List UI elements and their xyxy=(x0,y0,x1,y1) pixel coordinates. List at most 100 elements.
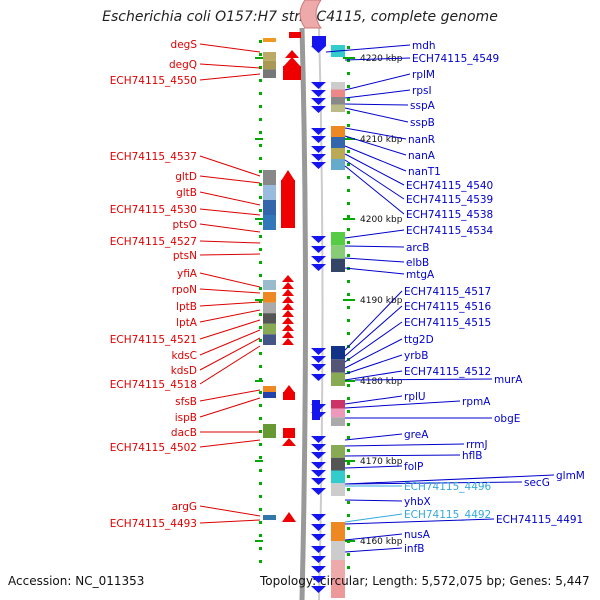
tick-mark-left xyxy=(259,469,262,472)
feature-band-plus xyxy=(331,560,345,579)
feature-band-plus xyxy=(331,82,345,90)
tick-mark-left xyxy=(259,131,262,134)
scale-label: 4190 kbp xyxy=(360,296,403,306)
tick-mark-right xyxy=(347,449,350,452)
gene-arrow-plus xyxy=(311,576,326,583)
leader-line-right xyxy=(344,145,407,172)
gene-arrow-plus xyxy=(311,128,326,135)
chromosome-top-cap xyxy=(299,0,322,29)
feature-band-plus xyxy=(331,104,345,112)
tick-mark-left xyxy=(259,443,262,446)
gene-arrow-plus xyxy=(311,514,326,521)
tick-mark-right xyxy=(347,254,350,257)
tick-mark-right xyxy=(347,111,350,114)
feature-band-minus xyxy=(263,280,276,290)
scale-label: 4180 kbp xyxy=(360,377,403,387)
feature-band-plus xyxy=(331,522,345,541)
tick-mark-left xyxy=(259,495,262,498)
leader-line-left xyxy=(199,253,261,256)
gene-label-right: ECH74115_4517 xyxy=(404,286,491,298)
gene-block-minus xyxy=(283,428,295,438)
gene-arrow-minus xyxy=(283,385,295,393)
leader-line-right xyxy=(344,165,405,215)
tick-mark-left xyxy=(259,183,262,186)
gene-label-right: infB xyxy=(404,543,424,555)
tick-mark-left xyxy=(259,521,262,524)
leader-line-left xyxy=(199,272,261,288)
gene-label-left: ECH74115_4550 xyxy=(110,75,197,87)
tick-mark-left xyxy=(259,170,262,173)
feature-band-minus xyxy=(263,170,276,185)
tick-mark-right xyxy=(347,202,350,205)
leader-line-right xyxy=(344,103,409,106)
feature-band-minus xyxy=(263,200,276,215)
tick-mark-right xyxy=(347,514,350,517)
gene-arrow-minus xyxy=(282,310,294,317)
gene-arrow-plus xyxy=(311,462,326,469)
gene-label-right: ECH74115_4549 xyxy=(412,53,499,65)
major-tick-left xyxy=(255,218,263,220)
feature-band-minus xyxy=(263,69,276,78)
leader-line-left xyxy=(199,329,261,356)
gene-label-left: lptA xyxy=(176,317,198,329)
leader-line-right xyxy=(344,57,411,61)
gene-arrow-plus xyxy=(311,546,326,553)
gene-label-left: ECH74115_4493 xyxy=(110,518,197,530)
gene-arrow-minus xyxy=(282,512,296,522)
leader-line-right xyxy=(344,370,403,381)
gene-arrow-minus xyxy=(282,331,294,338)
leader-line-left xyxy=(199,191,261,206)
gene-label-left: gltB xyxy=(176,187,197,199)
tick-mark-right xyxy=(347,46,350,49)
gene-label-right: ECH74115_4534 xyxy=(406,225,494,237)
major-tick-left xyxy=(255,57,263,59)
gene-arrow-minus xyxy=(282,317,294,324)
leader-line-right xyxy=(344,89,411,99)
tick-mark-left xyxy=(259,144,262,147)
tick-mark-left xyxy=(259,560,262,563)
gene-label-right: secG xyxy=(524,477,550,489)
gene-label-right: ECH74115_4515 xyxy=(404,317,491,329)
scale-label: 4210 kbp xyxy=(360,135,403,145)
gene-label-left: kdsC xyxy=(171,350,197,362)
gene-label-right: sspA xyxy=(410,100,436,112)
feature-band-plus xyxy=(331,346,345,360)
tick-mark-left xyxy=(259,534,262,537)
gene-label-right: rrmJ xyxy=(466,439,488,451)
feature-band-plus xyxy=(331,126,345,137)
tick-mark-right xyxy=(347,527,350,530)
gene-arrow-plus xyxy=(311,90,326,97)
leader-line-left xyxy=(199,301,261,307)
leader-line-left xyxy=(199,240,261,244)
gene-arrow-minus xyxy=(282,296,294,303)
tick-mark-left xyxy=(259,105,262,108)
leader-line-right xyxy=(344,481,523,485)
gene-arrow-plus xyxy=(311,246,326,253)
gene-arrow-plus xyxy=(311,534,326,541)
feature-band-plus xyxy=(331,97,345,105)
leader-line-right xyxy=(344,73,411,91)
tick-mark-left xyxy=(259,40,262,43)
scale-label: 4200 kbp xyxy=(360,215,403,225)
tick-mark-right xyxy=(347,280,350,283)
gene-arrow-plus xyxy=(311,356,326,363)
leader-line-right xyxy=(344,513,403,523)
leader-line-left xyxy=(199,309,261,323)
gene-arrow-plus xyxy=(311,470,326,477)
gene-label-right: ECH74115_4539 xyxy=(406,194,493,206)
gene-label-right: ECH74115_4496 xyxy=(404,481,492,493)
leader-line-left xyxy=(199,319,261,340)
gene-label-right: yrbB xyxy=(404,350,428,362)
feature-band-minus xyxy=(263,38,276,42)
accession-label: Accession: NC_011353 xyxy=(8,574,145,588)
tick-mark-right xyxy=(347,332,350,335)
gene-arrow-plus xyxy=(311,264,326,271)
feature-band-minus xyxy=(263,386,276,392)
leader-line-right xyxy=(344,153,405,186)
leader-line-right xyxy=(344,321,403,363)
gene-block-minus xyxy=(281,180,295,228)
tick-mark-left xyxy=(259,157,262,160)
feature-band-plus xyxy=(331,258,345,272)
tick-mark-left xyxy=(259,92,262,95)
gene-label-left: ECH74115_4537 xyxy=(110,151,197,163)
